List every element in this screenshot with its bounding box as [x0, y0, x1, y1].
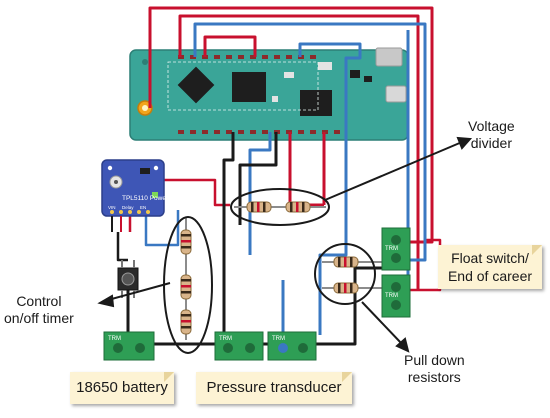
- callout-control-timer: Control on/off timer: [4, 293, 74, 327]
- terminal-label-battery: TRM: [108, 336, 121, 342]
- note-battery-text: 18650 battery: [76, 379, 168, 396]
- terminal-block-center: TRM: [214, 331, 264, 361]
- timer-pin-vin: VIN: [108, 205, 116, 210]
- callout-voltage-divider: Voltage divider: [468, 118, 515, 152]
- timer-module-icon: TPL5110 Power VIN Delay EN: [101, 159, 169, 217]
- terminal-label-float-bottom: TRM: [385, 293, 398, 299]
- terminal-block-battery: TRM: [103, 331, 155, 361]
- terminal-block-pressure: TRM: [267, 331, 317, 361]
- callout-pull-down: Pull down resistors: [404, 352, 465, 386]
- terminal-block-float-top: TRM: [381, 227, 411, 271]
- note-pressure-text: Pressure transducer: [206, 379, 342, 396]
- note-float-switch-line2: End of career: [447, 268, 533, 284]
- terminal-label-float-top: TRM: [385, 246, 398, 252]
- voltage-divider-resistors: [230, 188, 330, 226]
- microcontroller-board-icon: [129, 47, 409, 141]
- callout-voltage-divider-line1: Voltage: [468, 118, 515, 134]
- callout-arrows: [97, 136, 473, 353]
- timer-pin-en: EN: [140, 205, 146, 210]
- pull-down-resistors: [314, 243, 390, 305]
- note-float-switch: Float switch/ End of career: [438, 245, 542, 289]
- callout-pull-down-line2: resistors: [407, 369, 461, 385]
- terminal-label-pressure: TRM: [272, 336, 285, 342]
- note-float-switch-line1: Float switch/: [451, 250, 529, 266]
- timer-title: TPL5110 Power: [122, 195, 169, 202]
- terminal-label-center: TRM: [219, 336, 232, 342]
- note-battery: 18650 battery: [70, 372, 174, 404]
- callout-control-timer-line2: on/off timer: [4, 310, 74, 326]
- push-button-icon: [117, 260, 139, 298]
- note-pressure: Pressure transducer: [196, 372, 352, 404]
- timer-pin-delay: Delay: [122, 205, 134, 210]
- callout-control-timer-line1: Control: [16, 293, 62, 309]
- vertical-resistors: [163, 216, 213, 354]
- terminal-block-float-bottom: TRM: [381, 274, 411, 318]
- callout-voltage-divider-line2: divider: [470, 135, 512, 151]
- callout-pull-down-line1: Pull down: [404, 352, 465, 368]
